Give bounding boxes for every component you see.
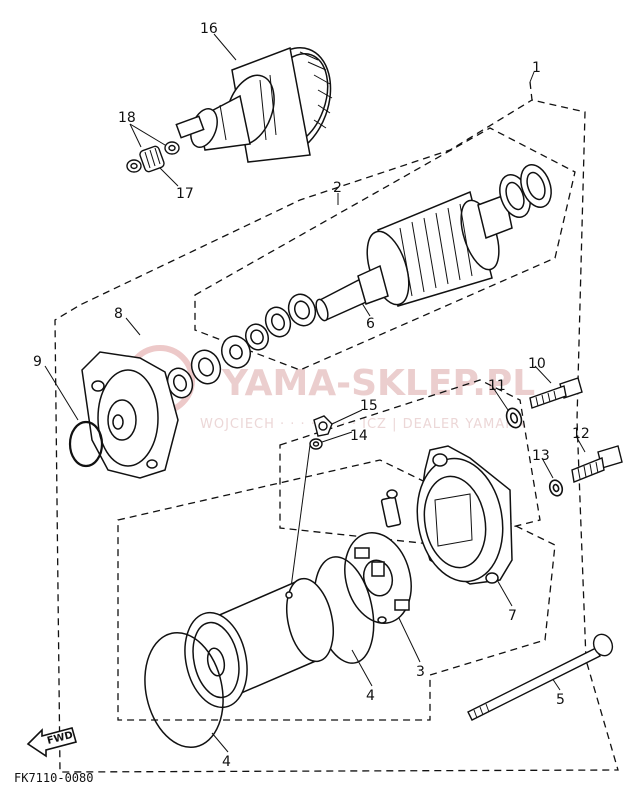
fwd-arrow-icon: FWD	[26, 727, 77, 758]
figure-code: FK7110-0080	[14, 771, 93, 785]
part-17-18-spring-washer	[126, 141, 180, 173]
callout-3: 3	[416, 664, 425, 680]
callout-6: 6	[366, 316, 375, 332]
callout-7: 7	[508, 608, 517, 624]
part-11-13-washers	[505, 407, 564, 497]
watermark-main: YAMA-SKLEP.PL	[221, 363, 535, 404]
callout-17: 17	[176, 186, 194, 202]
outline-main	[54, 81, 619, 773]
part-9-o-ring	[68, 420, 104, 468]
callout-5: 5	[556, 692, 565, 708]
leader-lines	[44, 33, 586, 753]
part-2-washers-left	[166, 293, 317, 399]
outline-yoke	[117, 459, 556, 721]
part-3-brush-holder	[344, 489, 412, 624]
assembly-outlines	[54, 81, 619, 773]
part-4-yoke	[144, 556, 375, 749]
callout-2: 2	[333, 180, 342, 196]
part-10-bolt	[529, 377, 583, 409]
callout-numbers: 16 1 18 17 2 6 8 9 10 11 15 14 12 13 7 3…	[33, 21, 590, 770]
part-14-15-nut-washer	[309, 415, 333, 450]
callout-13: 13	[532, 448, 550, 464]
outline-rear	[279, 379, 541, 546]
watermark: YAMA-SKLEP.PL WOJCIECH · · · · · · · · I…	[125, 345, 535, 432]
callout-9: 9	[33, 354, 42, 370]
callout-16: 16	[200, 21, 218, 37]
part-12-bolt	[571, 445, 623, 483]
outline-armature	[194, 127, 576, 371]
part-2-armature	[315, 190, 513, 322]
callout-4-upper: 4	[366, 688, 375, 704]
callout-14: 14	[350, 428, 368, 444]
part-8-front-cover	[81, 351, 179, 479]
part-2-washers-right	[499, 164, 552, 218]
part-16-gear-assembly	[175, 46, 333, 163]
callout-15: 15	[360, 398, 378, 414]
callout-12: 12	[572, 426, 590, 442]
callout-1: 1	[532, 60, 541, 76]
callout-8: 8	[114, 306, 123, 322]
callout-4-lower: 4	[222, 754, 231, 770]
callout-11: 11	[488, 378, 506, 394]
callout-18: 18	[118, 110, 136, 126]
watermark-sub: WOJCIECH · · · · · · · · ICZ | DEALER YA…	[200, 417, 526, 432]
part-7-rear-cover	[416, 445, 513, 585]
callout-10: 10	[528, 356, 546, 372]
part-5-through-bolt	[467, 633, 614, 721]
